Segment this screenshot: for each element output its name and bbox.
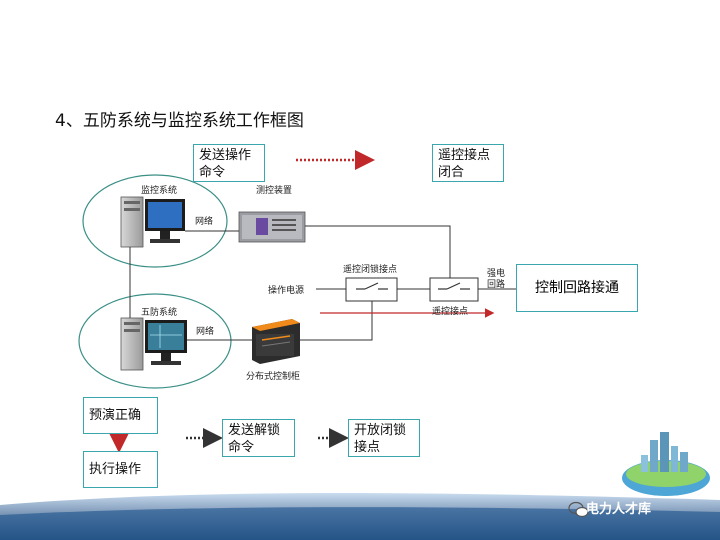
send-op-command-box: 发送操作 命令 [193, 144, 265, 182]
label-remote-contact: 遥控接点 [432, 307, 469, 317]
label-strong-power: 强电 [487, 269, 506, 279]
five-prevention-pc-icon [120, 317, 187, 371]
label-distributed-cabinet: 分布式控制柜 [246, 372, 301, 382]
measure-device-icon [238, 211, 306, 243]
label-five-prevention: 五防系统 [141, 308, 178, 318]
execute-op-box: 执行操作 [83, 451, 158, 488]
monitor-ellipse [82, 174, 228, 268]
remote-contact-switch [429, 277, 479, 302]
open-lock-box: 开放闭锁 接点 [348, 419, 420, 457]
rehearsal-correct-box: 预演正确 [83, 397, 158, 434]
watermark-text: 电力人才库 [586, 502, 652, 517]
cabinet-to-lock-line [300, 301, 373, 341]
five-prevention-ellipse [78, 293, 232, 389]
send-unlock-box: 发送解锁 命令 [222, 419, 295, 457]
monitor-pc-icon [120, 196, 185, 248]
label-network-top: 网络 [195, 217, 214, 227]
page-title: 4、五防系统与监控系统工作框图 [55, 111, 304, 131]
label-loop: 回路 [487, 280, 506, 290]
label-monitor-system: 监控系统 [141, 186, 178, 196]
measure-to-remote-line [305, 225, 451, 280]
label-network-bottom: 网络 [196, 327, 215, 337]
footer-wave-light [0, 507, 720, 540]
control-loop-box: 控制回路接通 [516, 264, 638, 312]
label-remote-lock-contact: 遥控闭锁接点 [343, 265, 398, 275]
label-measure-device: 测控装置 [256, 186, 293, 196]
label-op-power: 操作电源 [268, 286, 305, 296]
wechat-icon [568, 501, 589, 518]
city-globe-icon [622, 432, 710, 496]
remote-contact-close-box: 遥控接点 闭合 [432, 144, 504, 182]
remote-lock-switch [345, 277, 398, 302]
distributed-cabinet-icon [252, 319, 300, 364]
